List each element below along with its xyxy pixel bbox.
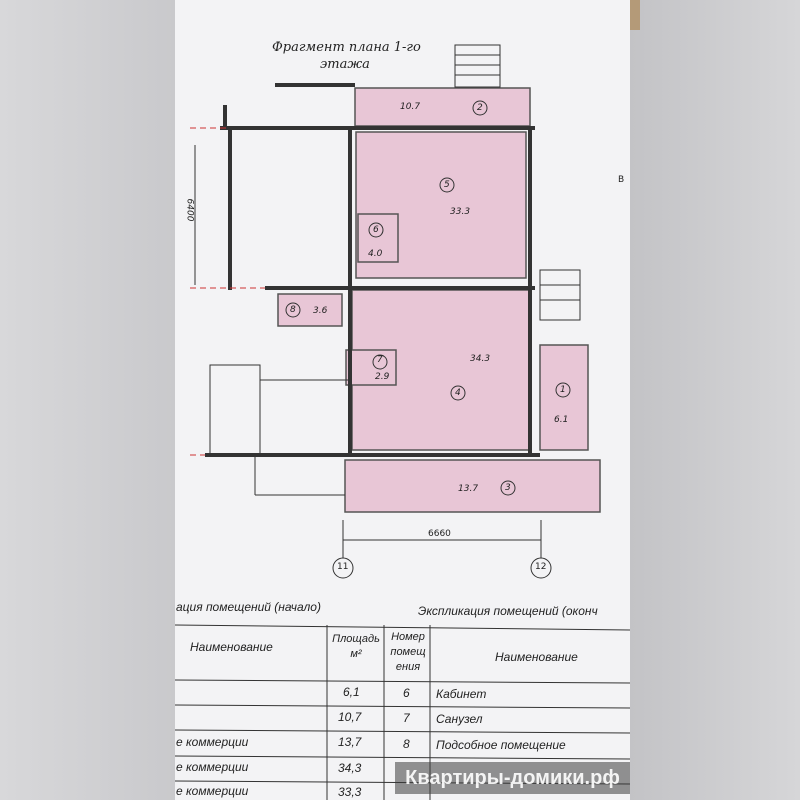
room-6-number: 6: [373, 225, 379, 235]
right-row-2-num: 7: [403, 711, 410, 725]
axis-11-marker: [332, 557, 354, 579]
room-2-number: 2: [477, 103, 483, 113]
left-col-area-header: Площадь м²: [332, 633, 380, 660]
room-8-area: 3.6: [313, 306, 328, 316]
plan-title-2: этажа: [320, 57, 370, 72]
right-row-3-num: 8: [403, 737, 410, 751]
room-8-number: 8: [290, 305, 296, 315]
background-right: [630, 0, 800, 800]
left-row-5-area: 33,3: [338, 785, 362, 799]
left-row-1-area: 6,1: [343, 685, 360, 699]
room-2-area: 10.7: [400, 102, 421, 112]
room-7-area: 2.9: [375, 372, 390, 382]
left-row-5-name: е коммерции: [176, 784, 249, 798]
right-row-1-name: Кабинет: [436, 687, 487, 701]
left-row-4-area: 34,3: [338, 761, 362, 775]
room-3-area: 13.7: [458, 484, 479, 494]
room-1-number: 1: [560, 385, 566, 395]
room-7-number: 7: [377, 355, 383, 365]
left-row-2-area: 10,7: [338, 710, 362, 724]
room-5-number: 5: [444, 180, 450, 190]
room-1-area: 6.1: [554, 415, 569, 425]
axis-12-label: 12: [535, 562, 547, 572]
dimension-horizontal: 6660: [428, 529, 451, 539]
room-6: [357, 213, 399, 263]
right-row-3-name: Подсобное помещение: [436, 738, 566, 752]
axis-12-marker: [530, 557, 552, 579]
right-col-num-header: Номер помещ ения: [390, 631, 426, 673]
right-row-2-name: Санузел: [436, 712, 483, 726]
right-row-1-num: 6: [403, 686, 410, 700]
room-6-area: 4.0: [368, 249, 383, 259]
right-table-caption: Экспликация помещений (оконч: [418, 604, 598, 618]
axis-edge-label: В: [618, 175, 625, 185]
room-3-number: 3: [505, 483, 511, 493]
axis-11-label: 11: [337, 562, 349, 572]
room-3: [344, 459, 601, 513]
room-4-number: 4: [455, 388, 461, 398]
left-row-4-name: е коммерции: [176, 760, 249, 774]
dimension-vertical: 6400: [184, 198, 195, 222]
room-4-area: 34.3: [470, 354, 491, 364]
room-1: [539, 344, 589, 451]
left-table-caption: ация помещений (начало): [176, 600, 321, 614]
left-row-3-name: е коммерции: [176, 735, 249, 749]
plan-title: Фрагмент плана 1-го: [272, 40, 421, 55]
room-7: [345, 349, 397, 386]
watermark: Квартиры-домики.рф: [395, 762, 630, 794]
room-5-area: 33.3: [450, 207, 471, 217]
room-2: [354, 87, 531, 127]
background-left: [0, 0, 175, 800]
room-8: [277, 293, 343, 327]
right-col-name-header: Наименование: [495, 650, 578, 664]
left-col-name-header: Наименование: [190, 640, 273, 654]
left-row-3-area: 13,7: [338, 735, 362, 749]
